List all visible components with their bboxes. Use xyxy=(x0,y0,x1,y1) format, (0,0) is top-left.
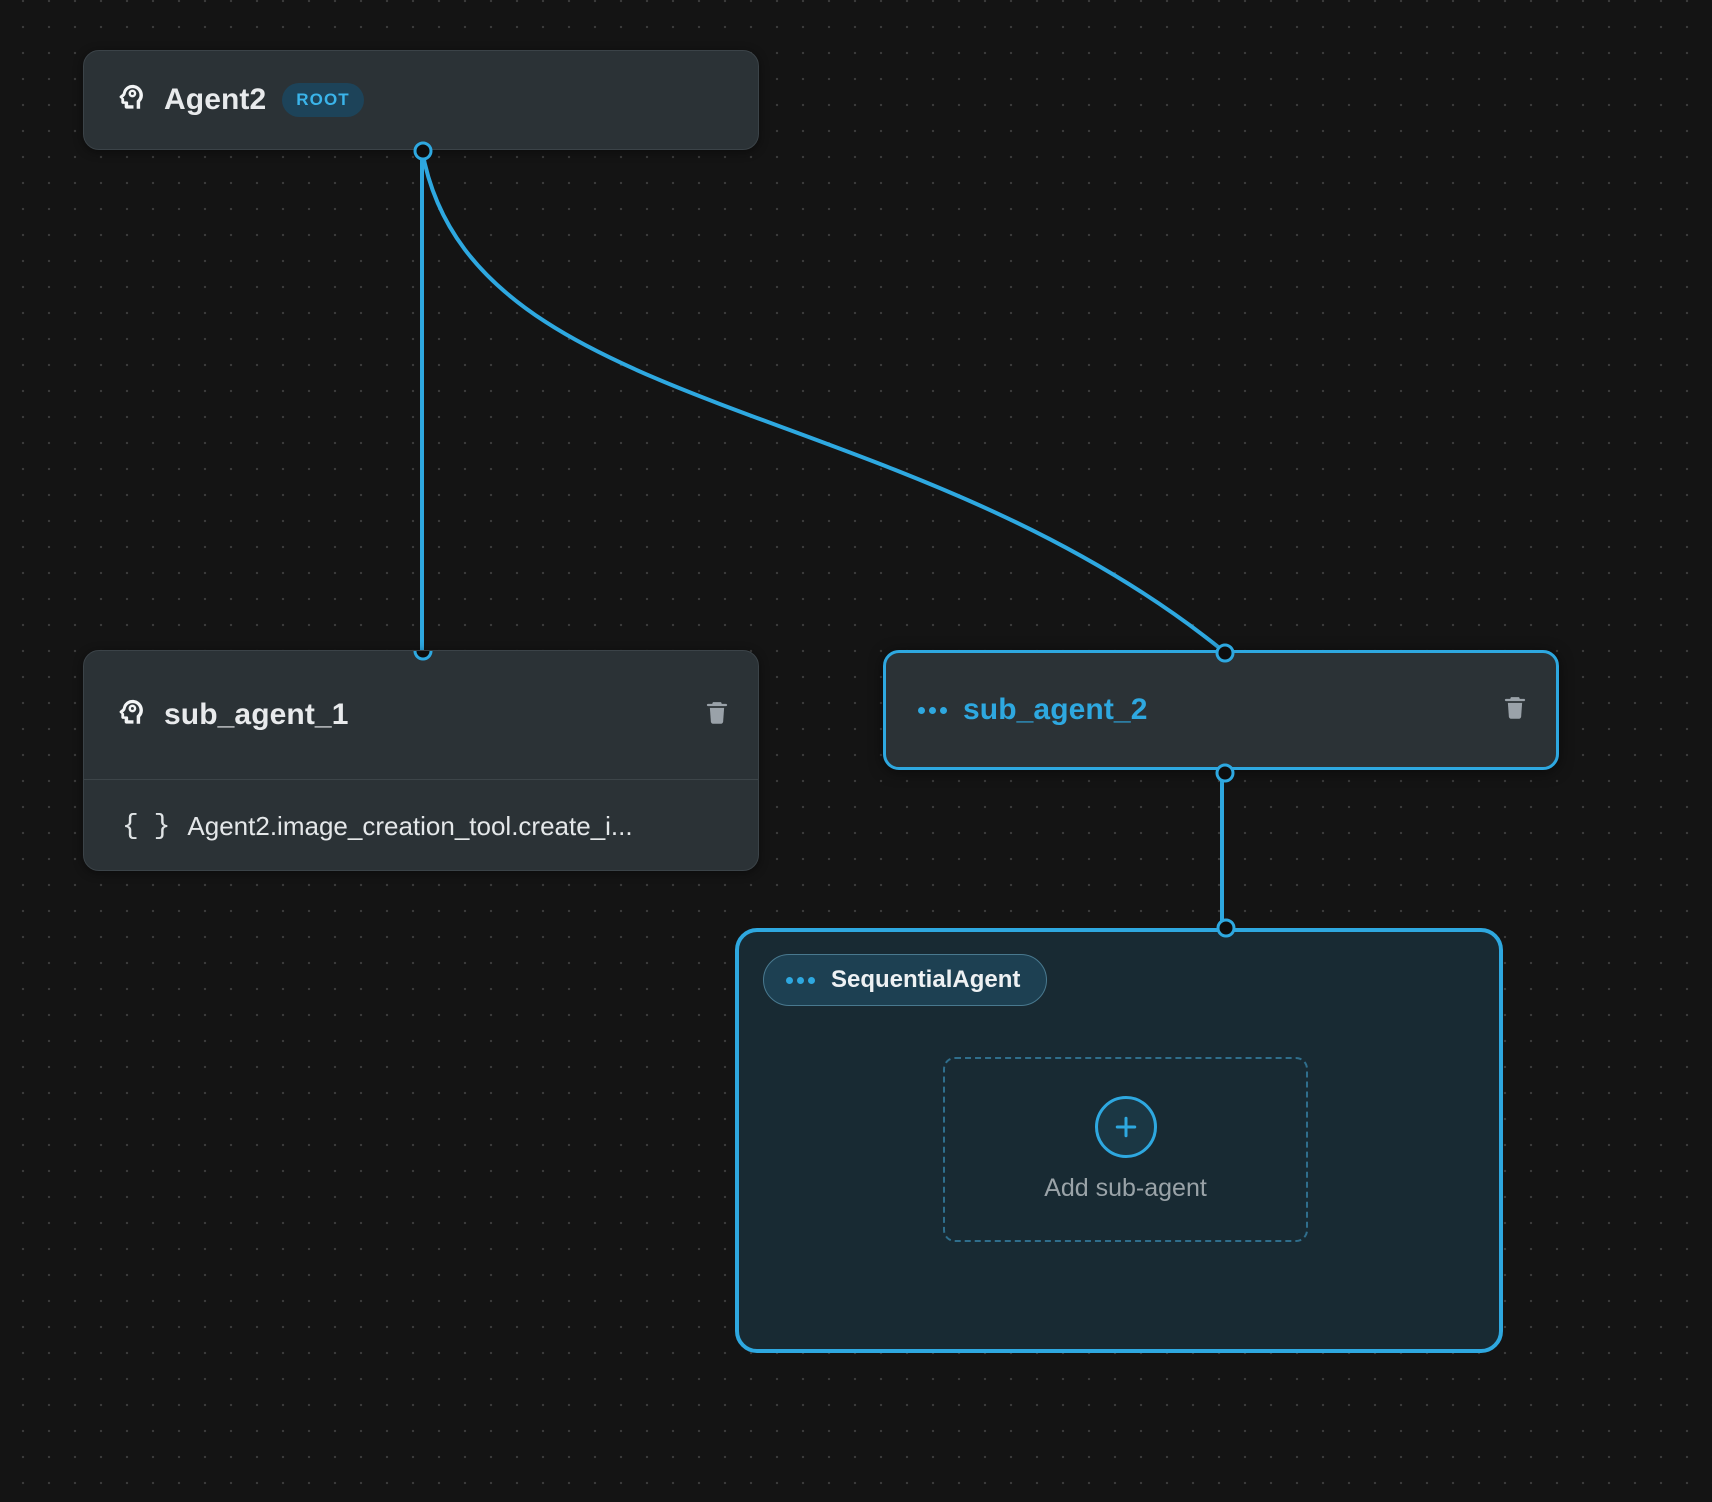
brain-icon xyxy=(116,697,148,734)
port-agent2-bottom[interactable] xyxy=(413,141,433,161)
brain-icon xyxy=(116,82,148,119)
add-sub-agent-dropzone[interactable]: Add sub-agent xyxy=(943,1057,1308,1242)
node-sub-agent-2-title: sub_agent_2 xyxy=(963,693,1148,726)
add-sub-agent-label: Add sub-agent xyxy=(1044,1174,1207,1202)
node-divider xyxy=(84,779,758,780)
tool-label: Agent2.image_creation_tool.create_i... xyxy=(187,810,633,841)
node-sub-agent-1-header: sub_agent_1 xyxy=(84,651,758,779)
sequential-agent-label: SequentialAgent xyxy=(831,966,1021,993)
edge-root-to-sub-agent-2 xyxy=(420,149,1224,652)
port-sub-agent-2-bottom[interactable] xyxy=(1215,763,1235,783)
dots-icon xyxy=(918,706,947,714)
root-badge: ROOT xyxy=(282,83,364,117)
node-sub-agent-2-header: sub_agent_2 xyxy=(886,653,1556,767)
node-sub-agent-1-title: sub_agent_1 xyxy=(164,698,349,731)
sequential-agent-pill[interactable]: SequentialAgent xyxy=(763,954,1048,1006)
node-agent2[interactable]: Agent2 ROOT xyxy=(83,50,759,161)
node-agent2-header: Agent2 ROOT xyxy=(84,51,758,149)
tool-row[interactable]: { } Agent2.image_creation_tool.create_i.… xyxy=(84,780,758,870)
dots-icon xyxy=(786,976,815,984)
plus-icon[interactable] xyxy=(1094,1096,1157,1158)
node-sub-agent-1[interactable]: sub_agent_1 { } Agent2.image_creation_to… xyxy=(83,650,759,871)
braces-icon: { } xyxy=(122,810,170,842)
trash-icon[interactable] xyxy=(1500,693,1530,728)
port-sequential-agent-top[interactable] xyxy=(1216,918,1236,938)
node-sub-agent-2[interactable]: sub_agent_2 xyxy=(883,643,1559,783)
port-sub-agent-1-top[interactable] xyxy=(413,651,433,661)
port-sub-agent-2-top[interactable] xyxy=(1215,643,1235,663)
trash-icon[interactable] xyxy=(702,698,732,733)
group-sequential-agent[interactable]: SequentialAgent Add sub-agent xyxy=(735,918,1503,1353)
node-agent2-title: Agent2 xyxy=(164,83,267,116)
